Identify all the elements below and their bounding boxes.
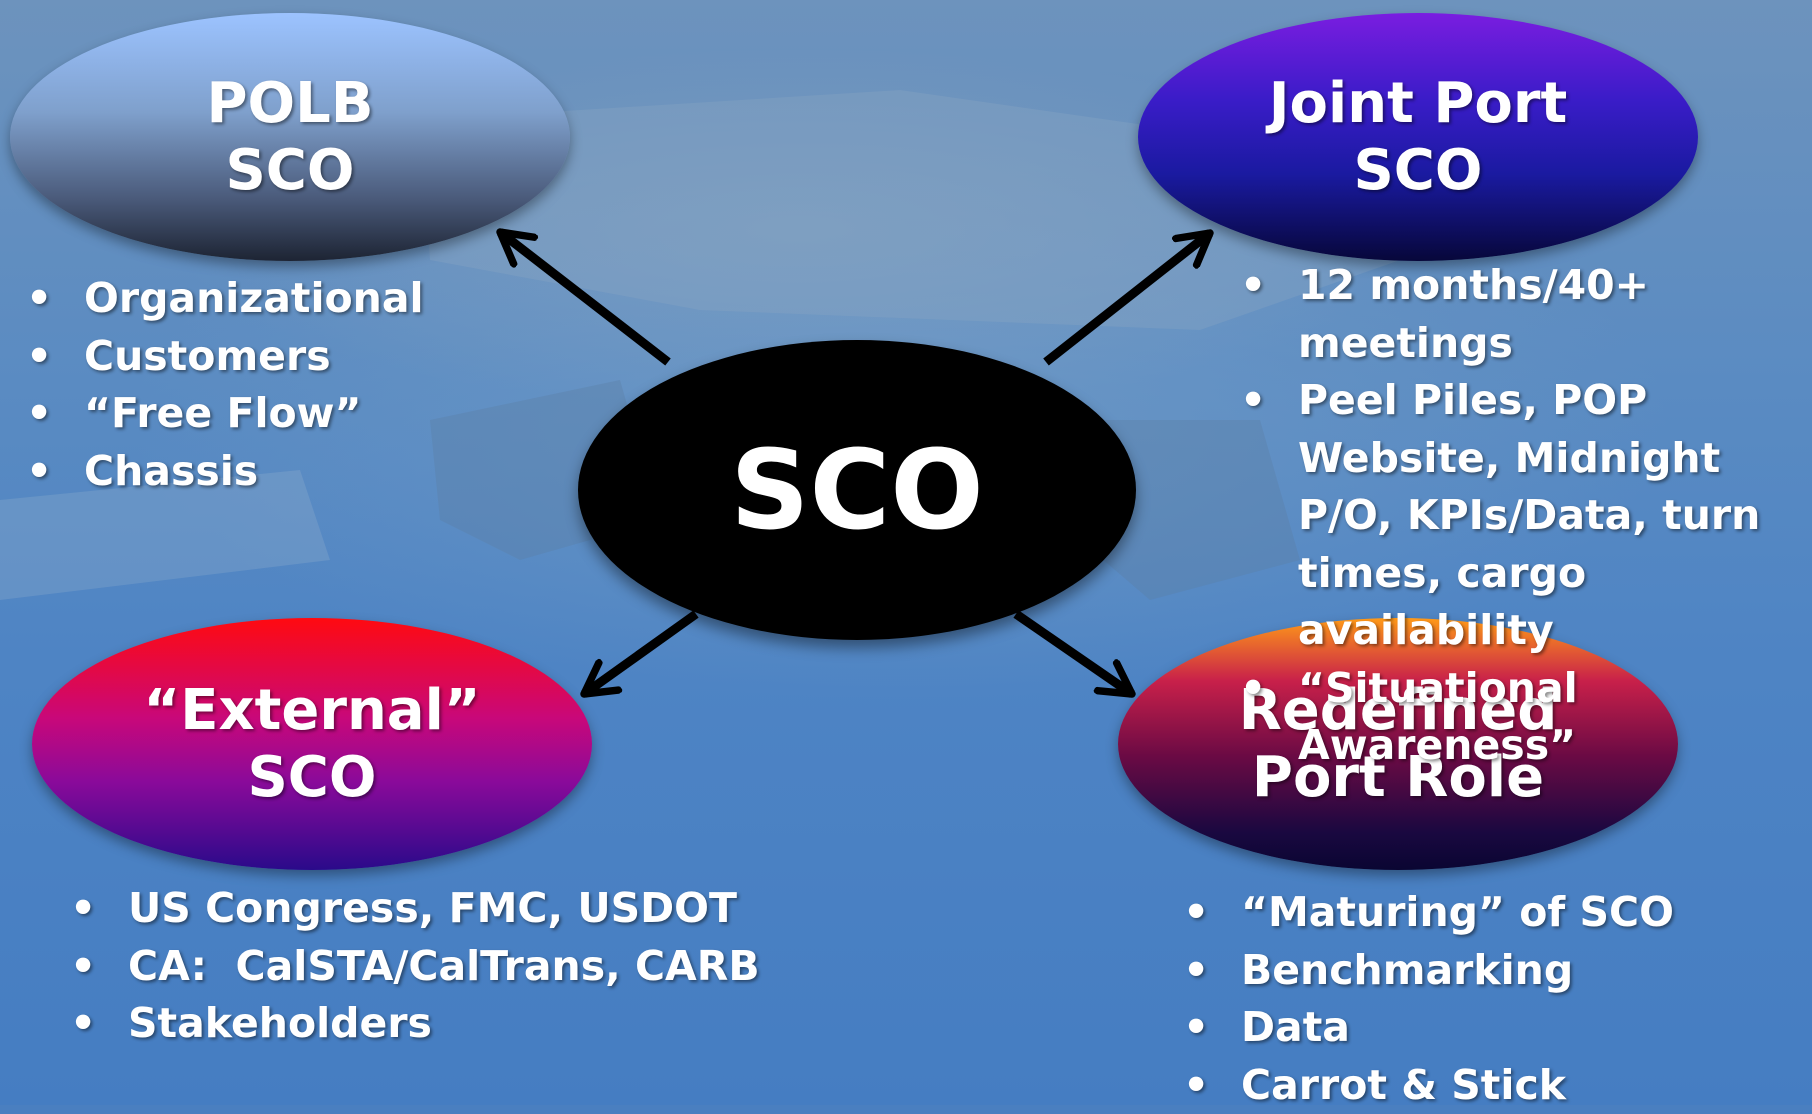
bullet-item: • “Free Flow”	[26, 385, 424, 443]
bullet-icon: •	[26, 443, 52, 501]
bullet-text: Carrot & Stick	[1241, 1061, 1566, 1109]
polb-bullet-list: •Organizational •Customers •“Free Flow” …	[26, 270, 424, 500]
external-line2: SCO	[247, 744, 376, 811]
bullet-icon: •	[1183, 1057, 1209, 1114]
bullet-item: • Data	[1183, 999, 1674, 1057]
bullet-text: Chassis	[84, 447, 258, 495]
bullet-text: Benchmarking	[1241, 946, 1573, 994]
redefined-bullet-list: • “Maturing” of SCO • Benchmarking • Data •…	[1183, 884, 1674, 1114]
bullet-icon: •	[70, 938, 96, 996]
bullet-text: “Maturing” of SCO	[1241, 888, 1674, 936]
bullet-text: Organizational	[84, 274, 424, 322]
bullet-text: “Situational Awareness”	[1298, 664, 1578, 770]
external-sco-node: “External” SCO	[32, 618, 592, 870]
joint-port-sco-node: Joint Port SCO	[1138, 13, 1698, 261]
bullet-text: “Free Flow”	[84, 389, 362, 437]
arrow-to-joint	[1046, 233, 1210, 362]
bullet-icon: •	[26, 328, 52, 386]
polb-line1: POLB	[206, 70, 373, 137]
bullet-item: • Carrot & Stick	[1183, 1057, 1674, 1114]
polb-line2: SCO	[225, 137, 354, 204]
bullet-text: US Congress, FMC, USDOT	[128, 884, 737, 932]
bullet-icon: •	[1240, 660, 1266, 718]
bullet-icon: •	[1183, 999, 1209, 1057]
bullet-icon: •	[1183, 942, 1209, 1000]
arrow-to-polb	[500, 232, 668, 362]
bullet-icon: •	[1240, 372, 1266, 430]
bullet-icon: •	[26, 270, 52, 328]
joint-line2: SCO	[1353, 137, 1482, 204]
external-line1: “External”	[143, 677, 480, 744]
bullet-text: Peel Piles, POP Website, Midnight P/O, K…	[1298, 376, 1760, 654]
bullet-item: • 12 months/40+ meetings	[1240, 257, 1810, 372]
center-sco-node: SCO	[578, 340, 1136, 640]
bullet-item: • Organizational	[26, 270, 424, 328]
bullet-icon: •	[70, 880, 96, 938]
bullet-text: Stakeholders	[128, 999, 432, 1047]
bullet-text: Customers	[84, 332, 331, 380]
bullet-item: • “Maturing” of SCO	[1183, 884, 1674, 942]
bullet-item: • Peel Piles, POP Website, Midnight P/O, …	[1240, 372, 1810, 660]
bullet-item: • “Situational Awareness”	[1240, 660, 1810, 775]
joint-line1: Joint Port	[1269, 70, 1568, 137]
bullet-item: • US Congress, FMC, USDOT	[70, 880, 760, 938]
bullet-icon: •	[70, 995, 96, 1053]
bullet-item: • Stakeholders	[70, 995, 760, 1053]
bullet-item: • Chassis	[26, 443, 424, 501]
bullet-text: Data	[1241, 1003, 1350, 1051]
bullet-item: • Customers	[26, 328, 424, 386]
bullet-icon: •	[1240, 257, 1266, 315]
arrow-to-redefined	[1016, 614, 1132, 694]
bullet-text: CA: CalSTA/CalTrans, CARB	[128, 942, 760, 990]
joint-port-bullet-list: • 12 months/40+ meetings • Peel Piles, POP…	[1240, 257, 1810, 775]
bullet-item: • CA: CalSTA/CalTrans, CARB	[70, 938, 760, 996]
polb-sco-node: POLB SCO	[10, 13, 570, 261]
center-label: SCO	[730, 424, 983, 556]
bullet-text: 12 months/40+ meetings	[1298, 261, 1649, 367]
external-bullet-list: • US Congress, FMC, USDOT • CA: CalSTA/Cal…	[70, 880, 760, 1053]
bullet-icon: •	[1183, 884, 1209, 942]
bullet-icon: •	[26, 385, 52, 443]
bullet-item: • Benchmarking	[1183, 942, 1674, 1000]
arrow-to-external	[584, 614, 696, 694]
